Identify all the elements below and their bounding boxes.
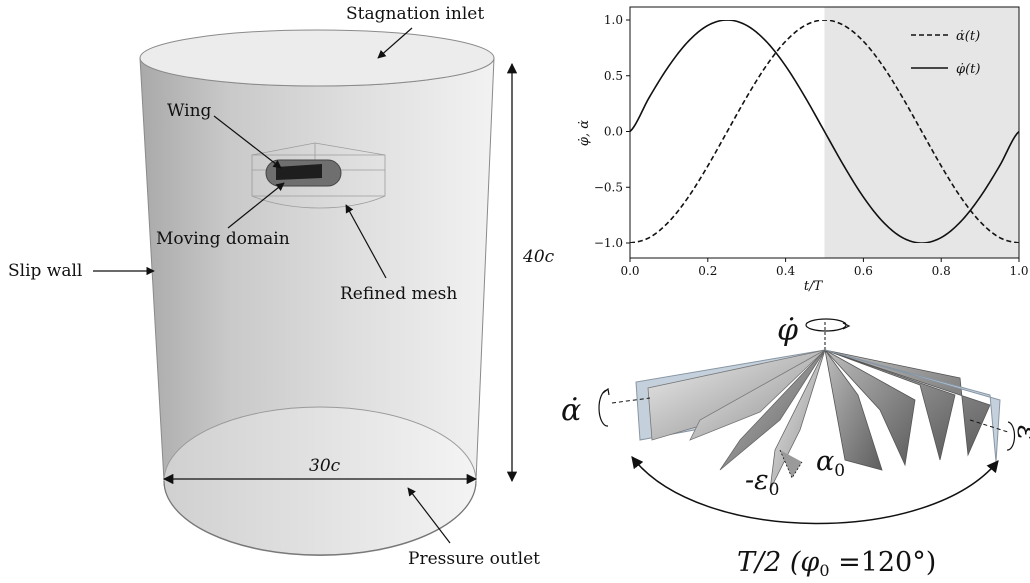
refined-mesh-label: Refined mesh xyxy=(340,284,457,304)
height-label: 40c xyxy=(522,247,555,267)
wing-kinematics-diagram: φ̇ α̇ ε̇ -ε0 α0 T/2 (φ0 =120°) xyxy=(561,313,1030,580)
series-line-phi-dot xyxy=(630,20,1019,243)
half-period-sweep-arrow xyxy=(631,456,999,525)
epsilon-dot-label: ε̇ xyxy=(1011,425,1030,440)
series-line-alpha-dot xyxy=(630,20,1019,243)
cylinder-top xyxy=(139,29,495,87)
alpha0-label: α0 xyxy=(816,446,845,481)
y-tick-label: −1.0 xyxy=(594,236,623,250)
legend-label-alpha: α̇(t) xyxy=(956,29,980,44)
y-axis-label: φ̇, α̇ xyxy=(577,120,592,146)
phi-rotation-indicator xyxy=(805,318,847,332)
legend-label-phi: φ̇(t) xyxy=(956,62,980,77)
x-axis-label: t/T xyxy=(804,279,824,294)
epsilon0-label: -ε0 xyxy=(745,465,779,500)
series-group xyxy=(630,20,1019,243)
wing-shape xyxy=(276,164,322,180)
alpha-dot-label: α̇ xyxy=(561,393,581,428)
moving-domain-label: Moving domain xyxy=(156,229,290,249)
phi-dot-label: φ̇ xyxy=(777,313,798,348)
slip-wall-label: Slip wall xyxy=(8,261,82,281)
y-tick-label: 0.0 xyxy=(604,125,623,139)
wing-label: Wing xyxy=(167,101,212,121)
stagnation-inlet-label: Stagnation inlet xyxy=(346,4,484,24)
domain-diagram: Stagnation inlet Wing Moving domain Slip… xyxy=(8,4,555,569)
y-tick-label: 0.5 xyxy=(604,69,623,83)
legend: α̇(t) φ̇(t) xyxy=(911,29,980,77)
half-period-label: T/2 (φ0 =120°) xyxy=(737,547,936,580)
x-tick-label: 0.4 xyxy=(776,264,795,278)
x-tick-label: 0.8 xyxy=(932,264,951,278)
cylinder-bottom xyxy=(163,406,477,556)
x-tick-label: 0.2 xyxy=(698,264,717,278)
epsilon-rotation-indicator xyxy=(1006,421,1016,451)
x-tick-label: 0.6 xyxy=(854,264,873,278)
y-tick-label: 1.0 xyxy=(604,13,623,27)
alpha-rotation-indicator xyxy=(598,389,609,427)
pressure-outlet-label: Pressure outlet xyxy=(408,549,540,569)
x-tick-label: 1.0 xyxy=(1009,264,1028,278)
x-tick-label: 0.0 xyxy=(620,264,639,278)
diameter-label: 30c xyxy=(309,456,341,476)
y-tick-label: −0.5 xyxy=(594,180,623,194)
axis-ticks: 0.0 0.2 0.4 0.6 0.8 1.0 −1.0 −0.5 0.0 0.5 1.0 xyxy=(594,13,1029,278)
